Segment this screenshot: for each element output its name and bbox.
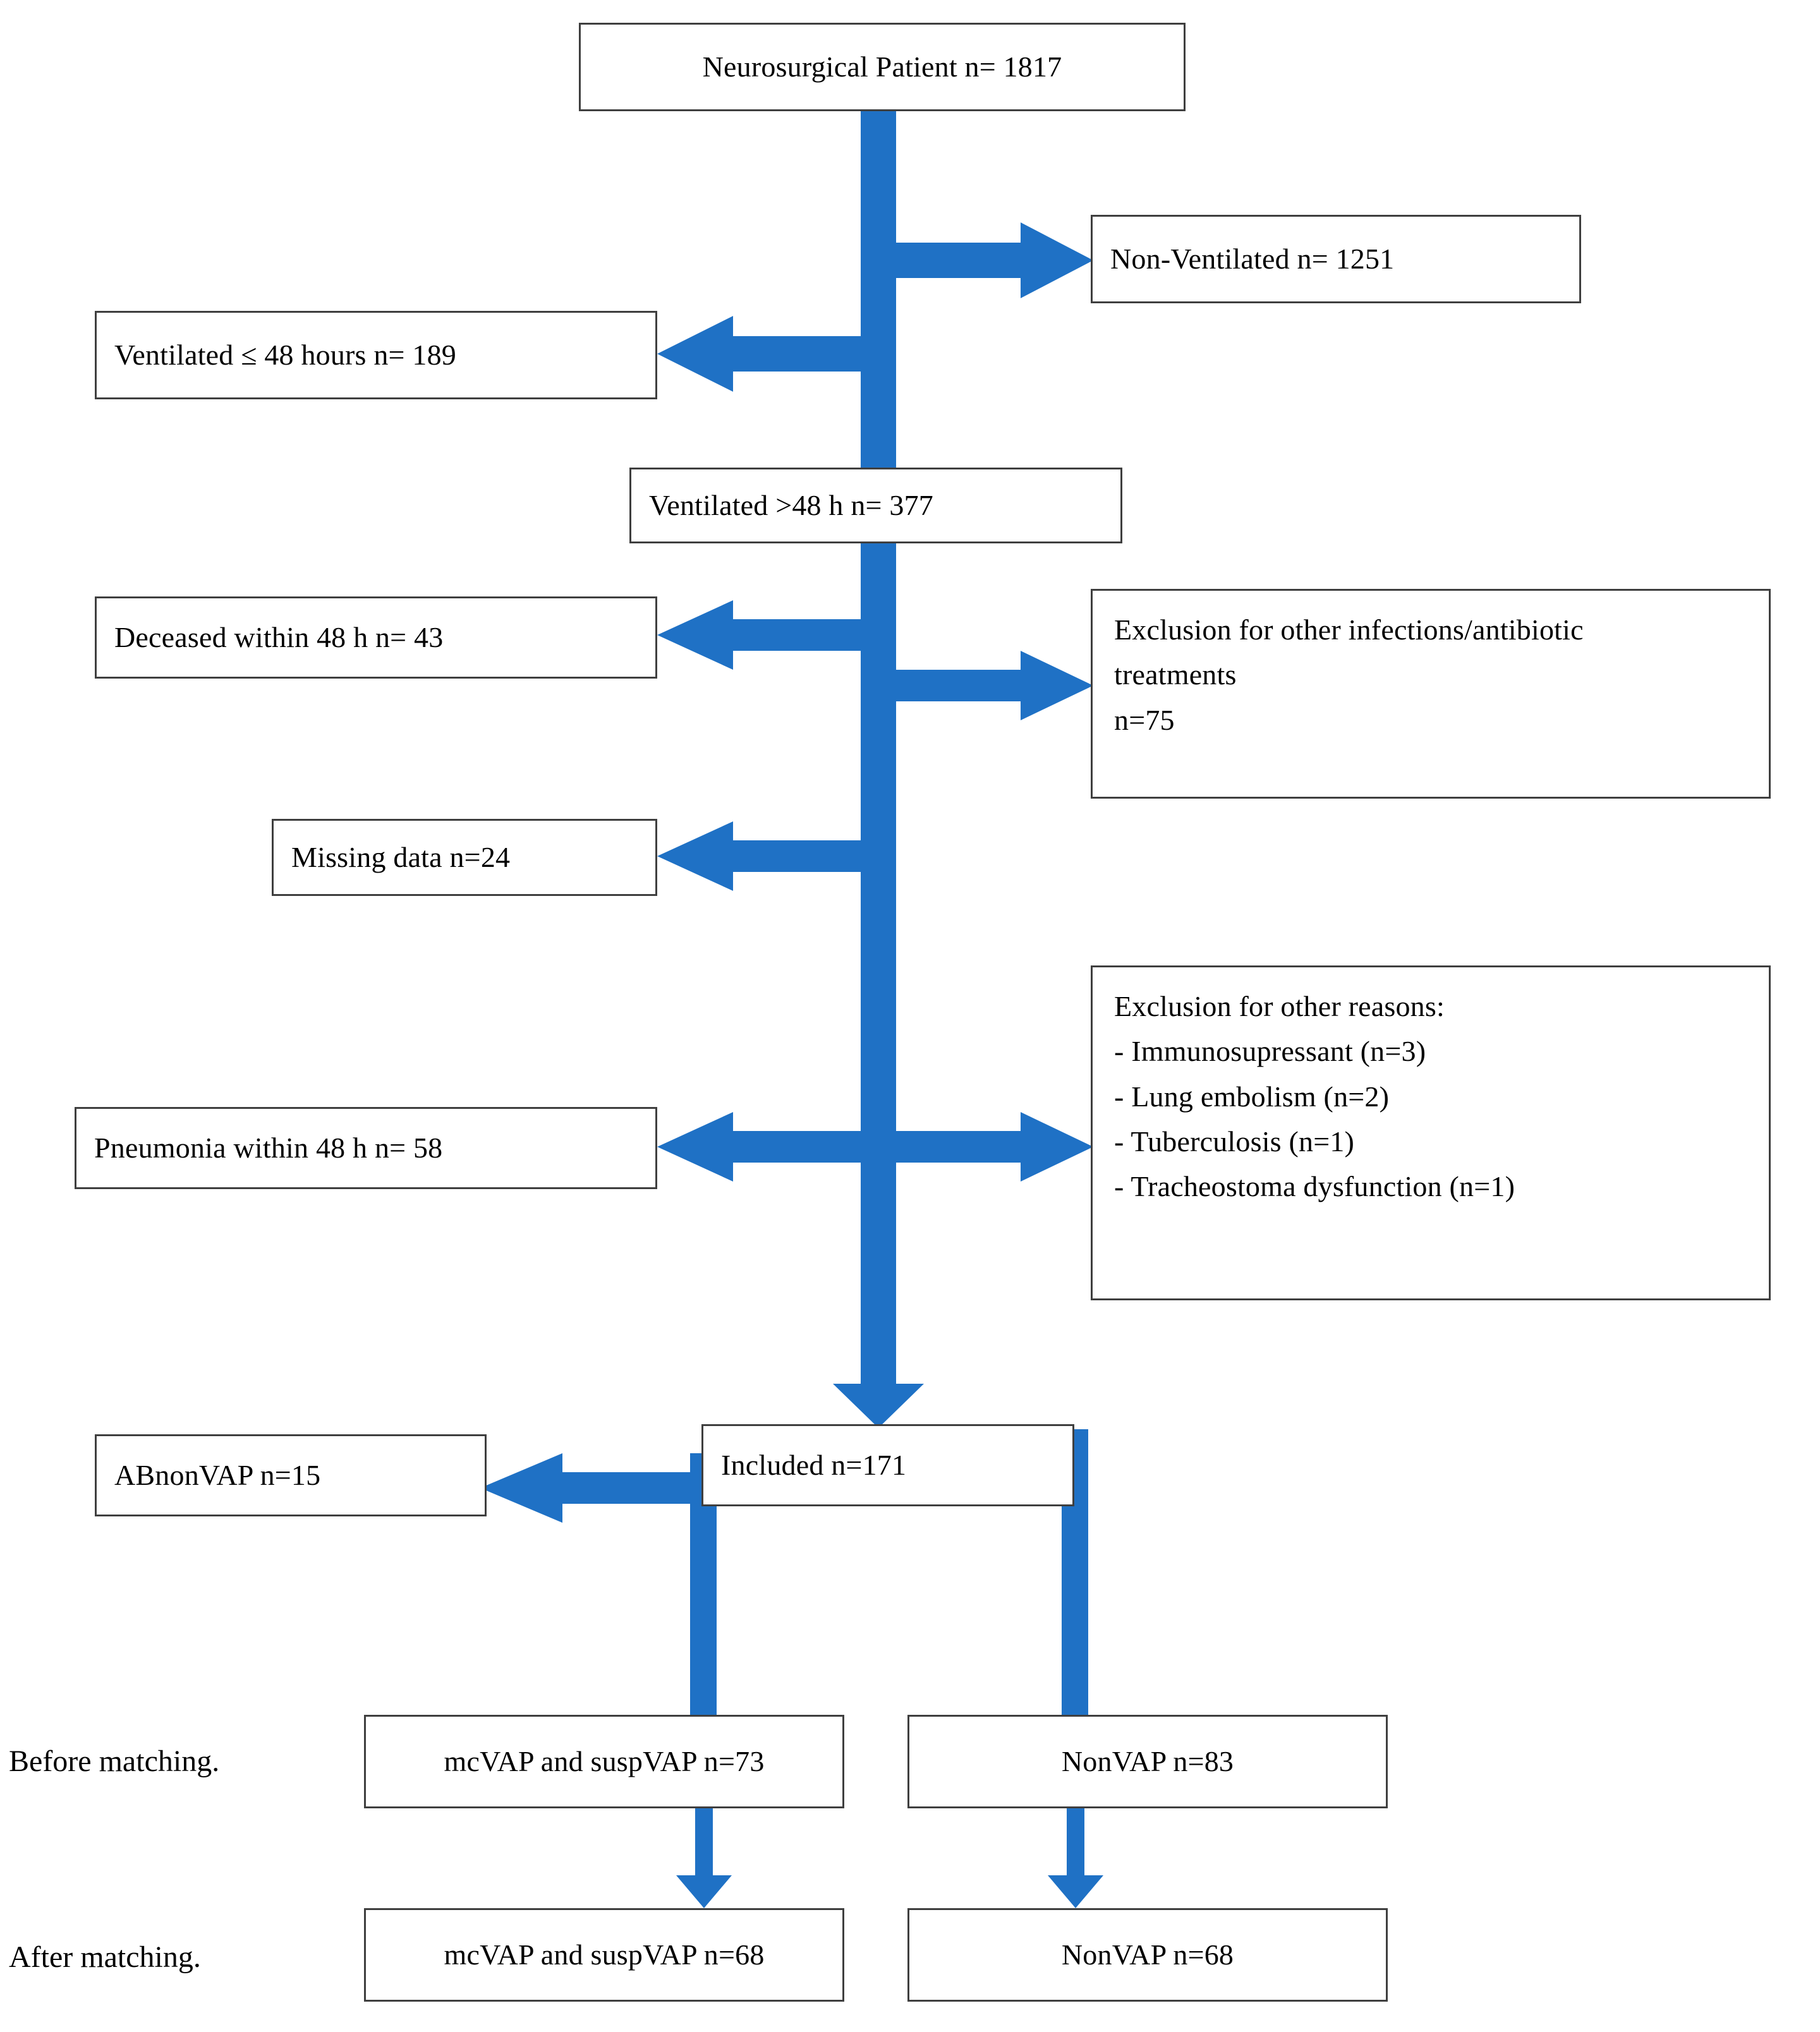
node-exclusion-other-label: Exclusion for other reasons: - Immunosup… — [1114, 990, 1515, 1203]
arrow-to-exclusion-infections — [885, 651, 1093, 720]
node-missing-data-label: Missing data n=24 — [291, 840, 511, 873]
node-exclusion-infections[interactable]: Exclusion for other infections/antibioti… — [1091, 589, 1771, 799]
node-pneumonia-48h-label: Pneumonia within 48 h n= 58 — [94, 1131, 443, 1164]
node-nonvap-after-label: NonVAP n=68 — [1061, 1938, 1234, 1971]
node-deceased-48h-label: Deceased within 48 h n= 43 — [114, 620, 444, 653]
arrow-to-non-ventilated — [885, 222, 1093, 298]
node-exclusion-infections-label: Exclusion for other infections/antibioti… — [1114, 614, 1584, 736]
node-deceased-48h[interactable]: Deceased within 48 h n= 43 — [95, 596, 657, 679]
node-mcvap-before-label: mcVAP and suspVAP n=73 — [444, 1745, 765, 1777]
arrow-to-pneumonia — [657, 1112, 877, 1182]
node-included[interactable]: Included n=171 — [701, 1424, 1074, 1506]
node-mcvap-before[interactable]: mcVAP and suspVAP n=73 — [364, 1715, 844, 1808]
node-exclusion-other[interactable]: Exclusion for other reasons: - Immunosup… — [1091, 965, 1771, 1300]
label-after-matching: After matching. — [9, 1940, 201, 1974]
node-nonvap-after[interactable]: NonVAP n=68 — [907, 1908, 1388, 2002]
node-nonvap-before[interactable]: NonVAP n=83 — [907, 1715, 1388, 1808]
node-abnonvap-label: ABnonVAP n=15 — [114, 1458, 321, 1491]
arrow-head-into-included — [833, 1358, 924, 1428]
node-included-label: Included n=171 — [721, 1448, 907, 1481]
node-total-patients-label: Neurosurgical Patient n= 1817 — [702, 50, 1062, 83]
node-ventilated-gt48-label: Ventilated >48 h n= 377 — [649, 488, 933, 521]
node-mcvap-after-label: mcVAP and suspVAP n=68 — [444, 1938, 765, 1971]
node-ventilated-le48-label: Ventilated ≤ 48 hours n= 189 — [114, 338, 457, 371]
arrow-to-missing-data — [657, 821, 877, 891]
node-total-patients[interactable]: Neurosurgical Patient n= 1817 — [579, 23, 1186, 111]
trunk-segment-main — [861, 522, 896, 1400]
arrow-nonvap-before-to-after — [1048, 1807, 1103, 1908]
trunk-segment-top — [861, 111, 896, 478]
arrow-to-abnonvap — [480, 1453, 708, 1523]
node-non-ventilated[interactable]: Non-Ventilated n= 1251 — [1091, 215, 1581, 303]
node-nonvap-before-label: NonVAP n=83 — [1061, 1745, 1234, 1777]
label-before-matching: Before matching. — [9, 1745, 220, 1778]
arrow-to-exclusion-other — [885, 1112, 1093, 1182]
node-ventilated-gt48[interactable]: Ventilated >48 h n= 377 — [629, 468, 1122, 543]
node-mcvap-after[interactable]: mcVAP and suspVAP n=68 — [364, 1908, 844, 2002]
node-non-ventilated-label: Non-Ventilated n= 1251 — [1110, 242, 1395, 275]
arrow-to-deceased — [657, 600, 877, 670]
arrow-mcvap-before-to-after — [676, 1807, 732, 1908]
node-missing-data[interactable]: Missing data n=24 — [272, 819, 657, 896]
node-abnonvap[interactable]: ABnonVAP n=15 — [95, 1434, 487, 1516]
node-pneumonia-48h[interactable]: Pneumonia within 48 h n= 58 — [75, 1107, 657, 1189]
node-ventilated-le48[interactable]: Ventilated ≤ 48 hours n= 189 — [95, 311, 657, 399]
arrow-to-ventilated-le48 — [657, 316, 877, 392]
